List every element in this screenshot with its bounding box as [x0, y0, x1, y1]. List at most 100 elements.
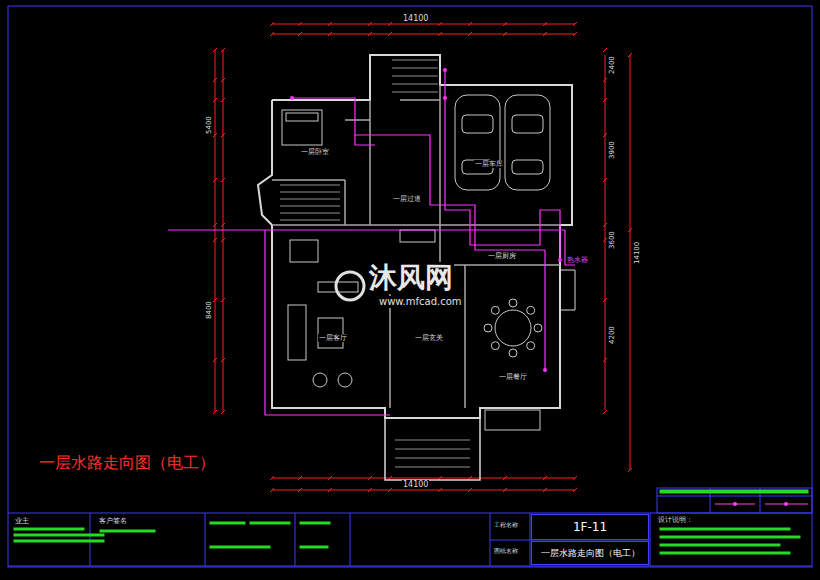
- building-walls: [258, 55, 575, 480]
- dimension-line: [272, 490, 575, 491]
- dimension-tick: [573, 476, 577, 480]
- dining-chair: [527, 306, 535, 314]
- dimension-tick: [221, 178, 225, 182]
- title-block-bar: [100, 530, 155, 532]
- dimension-tick: [603, 358, 607, 362]
- title-block-bar: [210, 546, 270, 548]
- dimension-tick: [221, 98, 225, 102]
- dimension-tick: [368, 22, 372, 26]
- armchair: [338, 373, 352, 387]
- dimension-tick: [328, 488, 332, 492]
- dimension-tick: [213, 223, 217, 227]
- stair-step: [280, 185, 340, 186]
- dimension-tick: [603, 178, 607, 182]
- dimension-lines: [213, 22, 632, 492]
- dimension-tick: [270, 488, 274, 492]
- car-outline: [505, 95, 550, 190]
- legend-head: [660, 490, 808, 493]
- room-label: 客户签名: [98, 517, 128, 525]
- dining-chair: [491, 342, 499, 350]
- dimension-tick: [468, 22, 472, 26]
- step: [392, 68, 438, 69]
- dimension-tick: [503, 488, 507, 492]
- dimension-tick: [368, 32, 372, 36]
- dimension-tick: [213, 98, 217, 102]
- dimension-text: 3600: [608, 230, 616, 250]
- sofa: [288, 305, 306, 360]
- interior-wall: [439, 225, 441, 265]
- water-pipe: [292, 98, 545, 250]
- car-window: [512, 115, 543, 133]
- watermark-logo: [336, 272, 364, 300]
- bed: [282, 110, 322, 145]
- water-pipe: [544, 250, 545, 370]
- room-label: 一层餐厅: [498, 373, 528, 381]
- interior-wall: [464, 265, 466, 408]
- dimension-tick: [213, 298, 217, 302]
- dimension-tick: [221, 223, 225, 227]
- title-block-cell: 一层水路走向图（电工）: [531, 541, 649, 565]
- title-block-bar: [210, 522, 245, 524]
- water-pipe: [265, 230, 390, 415]
- dimension-tick: [298, 488, 302, 492]
- room-label: 热水器: [566, 256, 589, 264]
- dimension-tick: [503, 22, 507, 26]
- dimension-tick: [213, 410, 217, 414]
- dining-table: [495, 310, 531, 346]
- title-block-bar: [300, 546, 328, 548]
- title-block-bar: [14, 534, 104, 536]
- dimension-line: [272, 24, 575, 25]
- dimension-tick: [573, 488, 577, 492]
- dimension-tick: [298, 22, 302, 26]
- coffee-table: [318, 318, 343, 348]
- title-block-line: [350, 513, 351, 566]
- watermark: 沐风网: [368, 262, 454, 294]
- dimension-line: [272, 478, 575, 479]
- dimension-tick: [221, 410, 225, 414]
- title-block-bar: [14, 528, 84, 530]
- title-block-line: [8, 566, 812, 567]
- stair-step: [280, 213, 340, 214]
- exterior-wall: [258, 55, 572, 418]
- step: [392, 92, 438, 93]
- dimension-tick: [603, 223, 607, 227]
- title-block-bar: [14, 540, 104, 542]
- interior-wall: [369, 100, 371, 225]
- title-block-line: [295, 513, 296, 566]
- dimension-tick: [573, 22, 577, 26]
- legend-box: [657, 488, 812, 513]
- dimension-tick: [213, 133, 217, 137]
- dimension-text: 8400: [205, 300, 213, 320]
- drawing-title: 一层水路走向图（电工）: [38, 454, 216, 472]
- dining-chair: [509, 349, 517, 357]
- dimension-tick: [213, 48, 217, 52]
- interior-wall: [344, 180, 346, 225]
- dimension-tick: [543, 32, 547, 36]
- room-label: 一层厨房: [487, 252, 517, 260]
- dimension-tick: [573, 32, 577, 36]
- dimension-text: 14100: [633, 241, 641, 265]
- room-label: 工程名称: [493, 522, 519, 529]
- dimension-text: 5400: [205, 115, 213, 135]
- stair-step: [280, 220, 340, 221]
- water-pipes: [168, 68, 575, 415]
- dimension-tick: [221, 48, 225, 52]
- pillow: [286, 113, 318, 121]
- side-stair: [560, 270, 575, 310]
- dimension-text: 3900: [608, 140, 616, 160]
- dimension-tick: [603, 48, 607, 52]
- dimension-tick: [221, 78, 225, 82]
- dimension-tick: [503, 32, 507, 36]
- dimension-tick: [221, 133, 225, 137]
- dimension-tick: [503, 476, 507, 480]
- dimension-tick: [213, 358, 217, 362]
- title-block-line: [205, 513, 206, 566]
- dimension-tick: [603, 298, 607, 302]
- dimension-tick: [388, 488, 392, 492]
- step: [395, 458, 470, 459]
- armchair: [313, 373, 327, 387]
- dimension-tick: [628, 468, 632, 472]
- dining-chair: [509, 299, 517, 307]
- sheet-frame: [8, 6, 812, 567]
- frame-border: [8, 6, 812, 567]
